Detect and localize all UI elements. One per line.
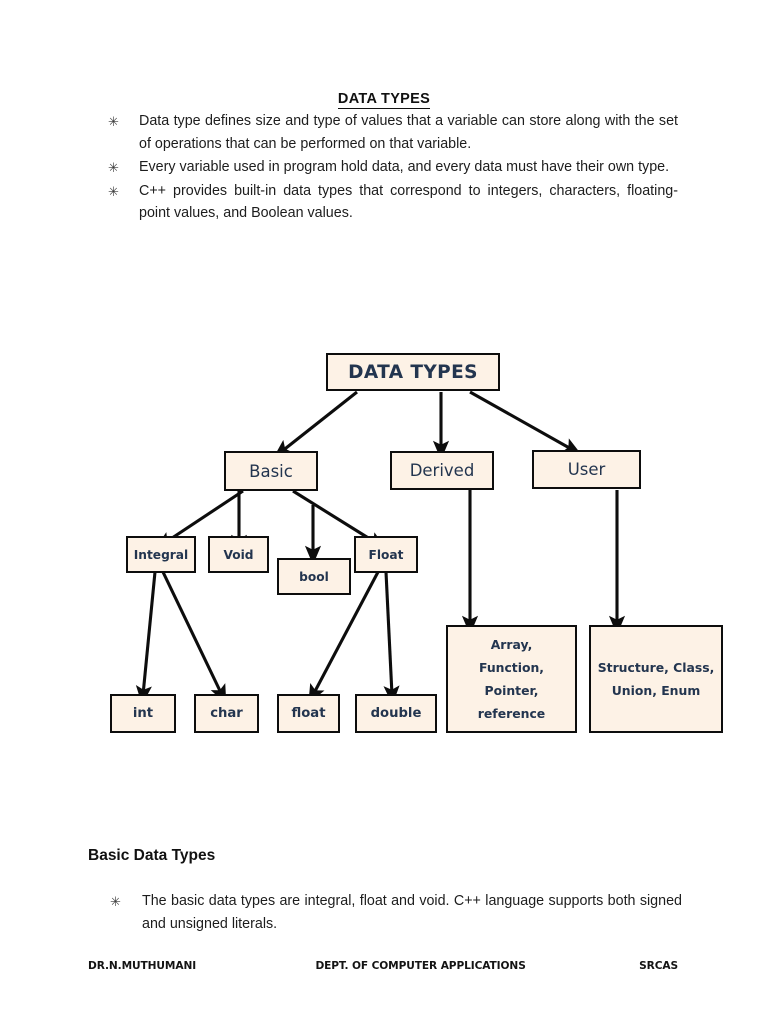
derived-item: Pointer, (484, 683, 539, 698)
list-item-text: The basic data types are integral, float… (142, 893, 682, 932)
diagram-connectors (135, 390, 626, 705)
basic-bullet-list: ✳ The basic data types are integral, flo… (110, 890, 682, 936)
diagram-node-float: float (277, 694, 340, 733)
list-item-text: Data type defines size and type of value… (139, 113, 678, 152)
diagram-node-bool: bool (277, 558, 351, 595)
asterisk-bullet-icon: ✳ (108, 160, 119, 176)
asterisk-bullet-icon: ✳ (108, 114, 119, 129)
intro-bullet-list: ✳ Data type defines size and type of val… (108, 110, 678, 226)
page-title: DATA TYPES (0, 91, 768, 109)
section-heading-basic-data-types: Basic Data Types (88, 847, 216, 864)
diagram-node-integral: Integral (126, 536, 196, 573)
page-title-text: DATA TYPES (337, 91, 431, 109)
list-item-text: Every variable used in program hold data… (139, 159, 670, 176)
page-footer: DR.N.MUTHUMANI DEPT. OF COMPUTER APPLICA… (88, 960, 680, 972)
user-item: Structure, Class, (597, 660, 715, 675)
diagram-node-data-types: DATA TYPES (326, 353, 500, 391)
list-item: ✳ The basic data types are integral, flo… (110, 890, 682, 935)
diagram-node-basic: Basic (224, 451, 318, 491)
diagram-node-int: int (110, 694, 176, 733)
derived-item: Array, (490, 637, 533, 652)
diagram-node-user: User (532, 450, 641, 489)
diagram-node-double: double (355, 694, 437, 733)
diagram-node-float-category: Float (354, 536, 418, 573)
footer-author: DR.N.MUTHUMANI (88, 960, 197, 972)
diagram-node-derived-types: Array, Function, Pointer, reference (446, 625, 577, 733)
diagram-node-derived: Derived (390, 451, 494, 490)
asterisk-bullet-icon: ✳ (110, 894, 121, 909)
diagram-node-user-types: Structure, Class, Union, Enum (589, 625, 723, 733)
footer-institution: SRCAS (639, 960, 678, 972)
diagram-node-void: Void (208, 536, 269, 573)
asterisk-bullet-icon: ✳ (108, 183, 119, 199)
derived-item: reference (477, 706, 546, 721)
list-item-text: C++ provides built-in data types that co… (139, 182, 678, 222)
list-item: ✳ C++ provides built-in data types that … (108, 180, 678, 225)
user-item: Union, Enum (611, 683, 701, 698)
list-item: ✳ Every variable used in program hold da… (108, 156, 678, 179)
list-item: ✳ Data type defines size and type of val… (108, 110, 678, 155)
derived-item: Function, (478, 660, 545, 675)
diagram-node-char: char (194, 694, 259, 733)
data-types-hierarchy-diagram: DATA TYPES Basic Derived User Integral V… (0, 340, 768, 750)
footer-department: DEPT. OF COMPUTER APPLICATIONS (315, 960, 526, 972)
